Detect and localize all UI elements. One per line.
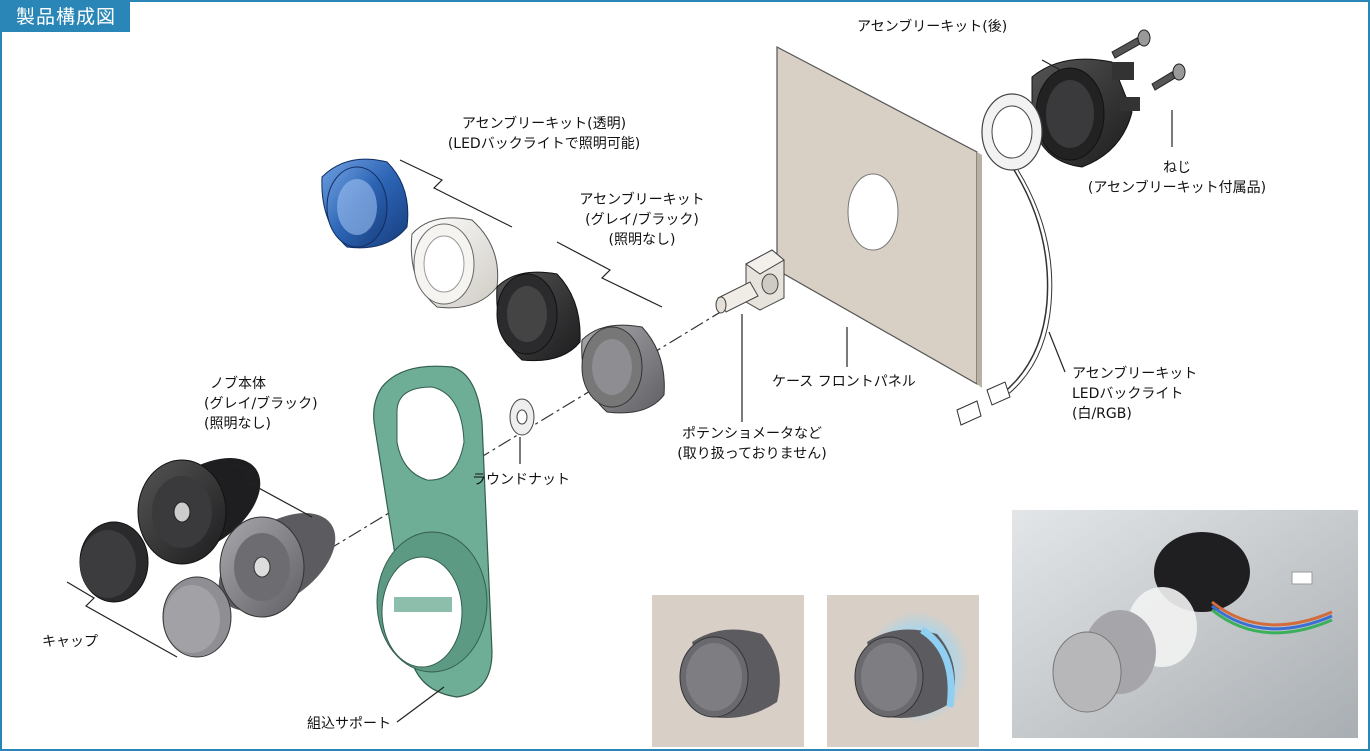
led-backlight xyxy=(956,93,1053,426)
label-kit-transparent-line1: アセンブリーキット(透明) xyxy=(461,116,627,132)
front-panel xyxy=(776,46,982,388)
label-potentiometer-line1: ポテンショメータなど xyxy=(682,426,822,442)
label-round-nut: ラウンドナット xyxy=(472,472,570,488)
photo-knob-plain xyxy=(652,595,804,747)
label-potentiometer: ポテンショメータなど (取り扱っておりません) xyxy=(677,424,827,464)
black-cap xyxy=(79,521,149,603)
rear-assembly-kit xyxy=(1031,58,1140,168)
label-cap: キャップ xyxy=(42,634,98,650)
mount-support xyxy=(373,365,493,698)
label-knob-body-line3: (照明なし) xyxy=(204,416,271,432)
label-knob-body-line1: ノブ本体 xyxy=(210,376,266,392)
label-kit-gray-black: アセンブリーキット (グレイ/ブラック) (照明なし) xyxy=(577,190,707,250)
round-nut xyxy=(509,398,535,436)
label-kit-rear: アセンブリーキット(後) xyxy=(857,19,1008,35)
label-led-backlight-line1: アセンブリーキット xyxy=(1072,366,1198,382)
screws xyxy=(1111,29,1186,91)
label-knob-body: ノブ本体 (グレイ/ブラック) (照明なし) xyxy=(204,374,318,434)
label-front-panel: ケース フロントパネル xyxy=(772,374,916,390)
label-led-backlight: アセンブリーキット LEDバックライト (白/RGB) xyxy=(1072,364,1197,424)
label-screws: ねじ (アセンブリーキット付属品) xyxy=(1072,158,1282,198)
black-knob-body xyxy=(137,457,261,565)
label-screws-line2: (アセンブリーキット付属品) xyxy=(1087,180,1267,196)
photo-assembled-product xyxy=(1012,510,1358,738)
label-mount-support: 組込サポート xyxy=(307,716,391,732)
diagram-title: 製品構成図 xyxy=(2,2,131,32)
label-potentiometer-line2: (取り扱っておりません) xyxy=(677,446,827,462)
bracket-lines xyxy=(66,59,1173,723)
label-kit-transparent-line2: (LEDバックライトで照明可能) xyxy=(447,136,641,152)
label-kit-transparent: アセンブリーキット(透明) (LEDバックライトで照明可能) xyxy=(424,114,664,154)
potentiometer xyxy=(715,249,785,314)
label-led-backlight-line2: LEDバックライト xyxy=(1072,386,1184,402)
label-kit-gray-black-line1: アセンブリーキット xyxy=(579,192,705,208)
label-knob-body-line2: (グレイ/ブラック) xyxy=(204,396,318,412)
label-kit-gray-black-line3: (照明なし) xyxy=(608,232,676,248)
label-kit-gray-black-line2: (グレイ/ブラック) xyxy=(585,212,699,228)
black-assembly-kit xyxy=(496,271,581,362)
photo-knob-lit xyxy=(827,595,979,747)
gray-cap xyxy=(162,576,232,658)
label-screws-line1: ねじ xyxy=(1163,160,1191,176)
gray-knob-body xyxy=(218,512,336,618)
gray-assembly-kit xyxy=(581,324,665,414)
white-assembly-kit xyxy=(410,217,499,309)
label-led-backlight-line3: (白/RGB) xyxy=(1072,406,1132,422)
blue-assembly-kit xyxy=(321,158,409,249)
